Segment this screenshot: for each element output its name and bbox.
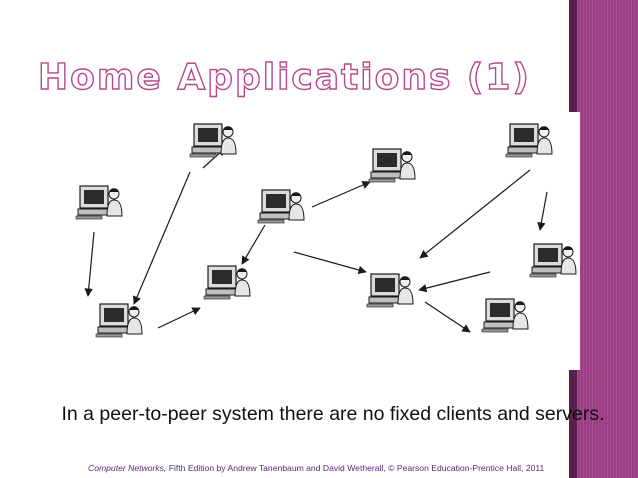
connection-arrow: [84, 231, 95, 297]
connection-arrow: [419, 169, 531, 259]
peer-to-peer-diagram: [50, 112, 580, 370]
connection-arrow: [424, 301, 471, 333]
connection-arrow: [311, 181, 371, 208]
peer-workstation-icon: [481, 298, 529, 333]
connection-arrow: [293, 251, 367, 275]
accent-stripe-texture: [577, 0, 638, 478]
connection-arrow: [241, 224, 266, 265]
connection-arrow: [133, 171, 191, 305]
footer-citation: Fifth Edition by Andrew Tanenbaum and Da…: [166, 463, 545, 473]
peer-workstation-icon: [366, 273, 414, 308]
peer-workstation-icon: [75, 185, 123, 220]
peer-workstation-icon: [203, 265, 251, 300]
connection-arrow: [157, 307, 201, 329]
peer-workstation-icon: [257, 189, 305, 224]
peer-workstation-icon: [368, 148, 416, 183]
slide-footer: Computer Networks, Fifth Edition by Andr…: [88, 463, 544, 473]
slide-caption: In a peer-to-peer system there are no fi…: [61, 403, 605, 425]
peer-workstation-icon: [505, 123, 553, 158]
connection-arrow: [418, 271, 491, 293]
peer-workstation-icon: [189, 123, 237, 158]
footer-book-title: Computer Networks,: [88, 463, 167, 473]
connection-arrow: [537, 191, 548, 231]
slide-title: Home Applications (1): [37, 57, 531, 98]
peer-workstation-icon: [95, 303, 143, 338]
peer-workstation-icon: [529, 243, 577, 278]
accent-stripe: [577, 0, 638, 478]
